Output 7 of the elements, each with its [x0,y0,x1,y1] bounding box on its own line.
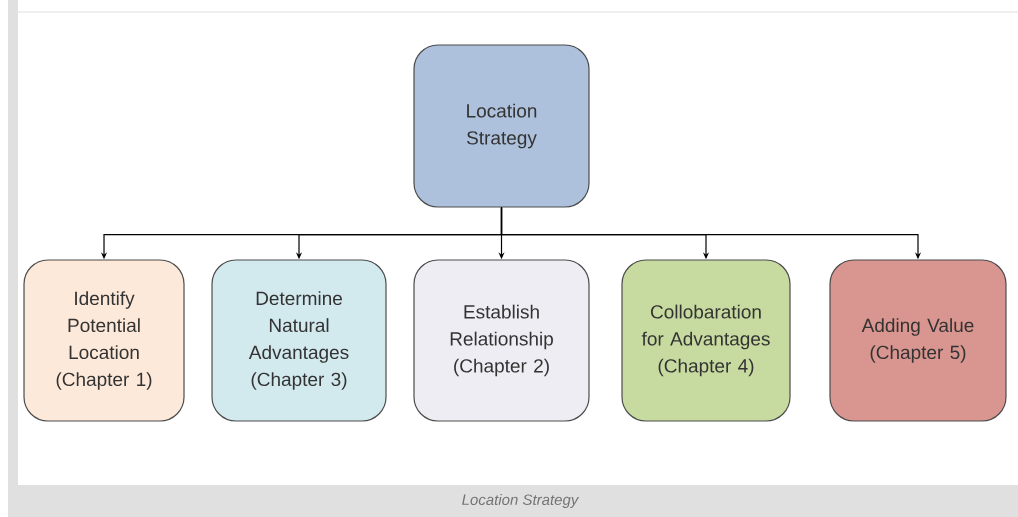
caption-bar: Location Strategy [8,485,1018,517]
process-box: Establish Relationship (Chapter 2) [413,259,590,422]
process-box: Identify Potential Location (Chapter 1) [23,259,185,422]
process-box: Collobaration for Advantages (Chapter 4) [621,259,791,422]
process-box: Determine Natural Advantages (Chapter 3) [211,259,387,422]
process-box: Adding Value (Chapter 5) [829,259,1007,422]
process-box: Location Strategy [413,44,590,208]
